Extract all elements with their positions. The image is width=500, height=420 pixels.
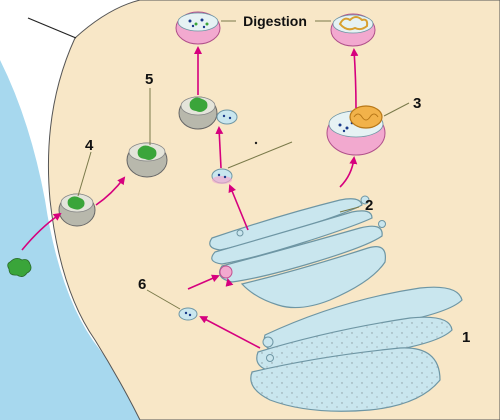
- food-particle: [7, 258, 32, 277]
- transport-vesicle-6: [178, 307, 198, 321]
- rough-er: [250, 286, 463, 412]
- small-lysosome-vesicle: [211, 168, 233, 184]
- digestive-vacuole-right: [330, 13, 376, 47]
- golgi-apparatus: [209, 195, 386, 309]
- label-1: 1: [462, 329, 470, 346]
- label-5: 5: [145, 71, 153, 88]
- label-2: 2: [365, 197, 373, 214]
- digestive-vacuole-left: [175, 11, 221, 45]
- label-3: 3: [413, 95, 421, 112]
- phagosome-5: [126, 142, 168, 178]
- label-lines: [77, 20, 410, 310]
- label-6: 6: [138, 276, 146, 293]
- mitochondrion: [349, 105, 383, 129]
- membrane-pointer-line: [27, 17, 77, 39]
- label-4: 4: [85, 137, 94, 154]
- label-digestion: Digestion: [243, 13, 307, 29]
- phagosome-4: [58, 193, 96, 227]
- pathway-arrows: [21, 46, 359, 349]
- extracellular-region: [0, 60, 140, 420]
- autophagosome-3: [326, 105, 386, 156]
- phagosome-fusing: [178, 96, 238, 130]
